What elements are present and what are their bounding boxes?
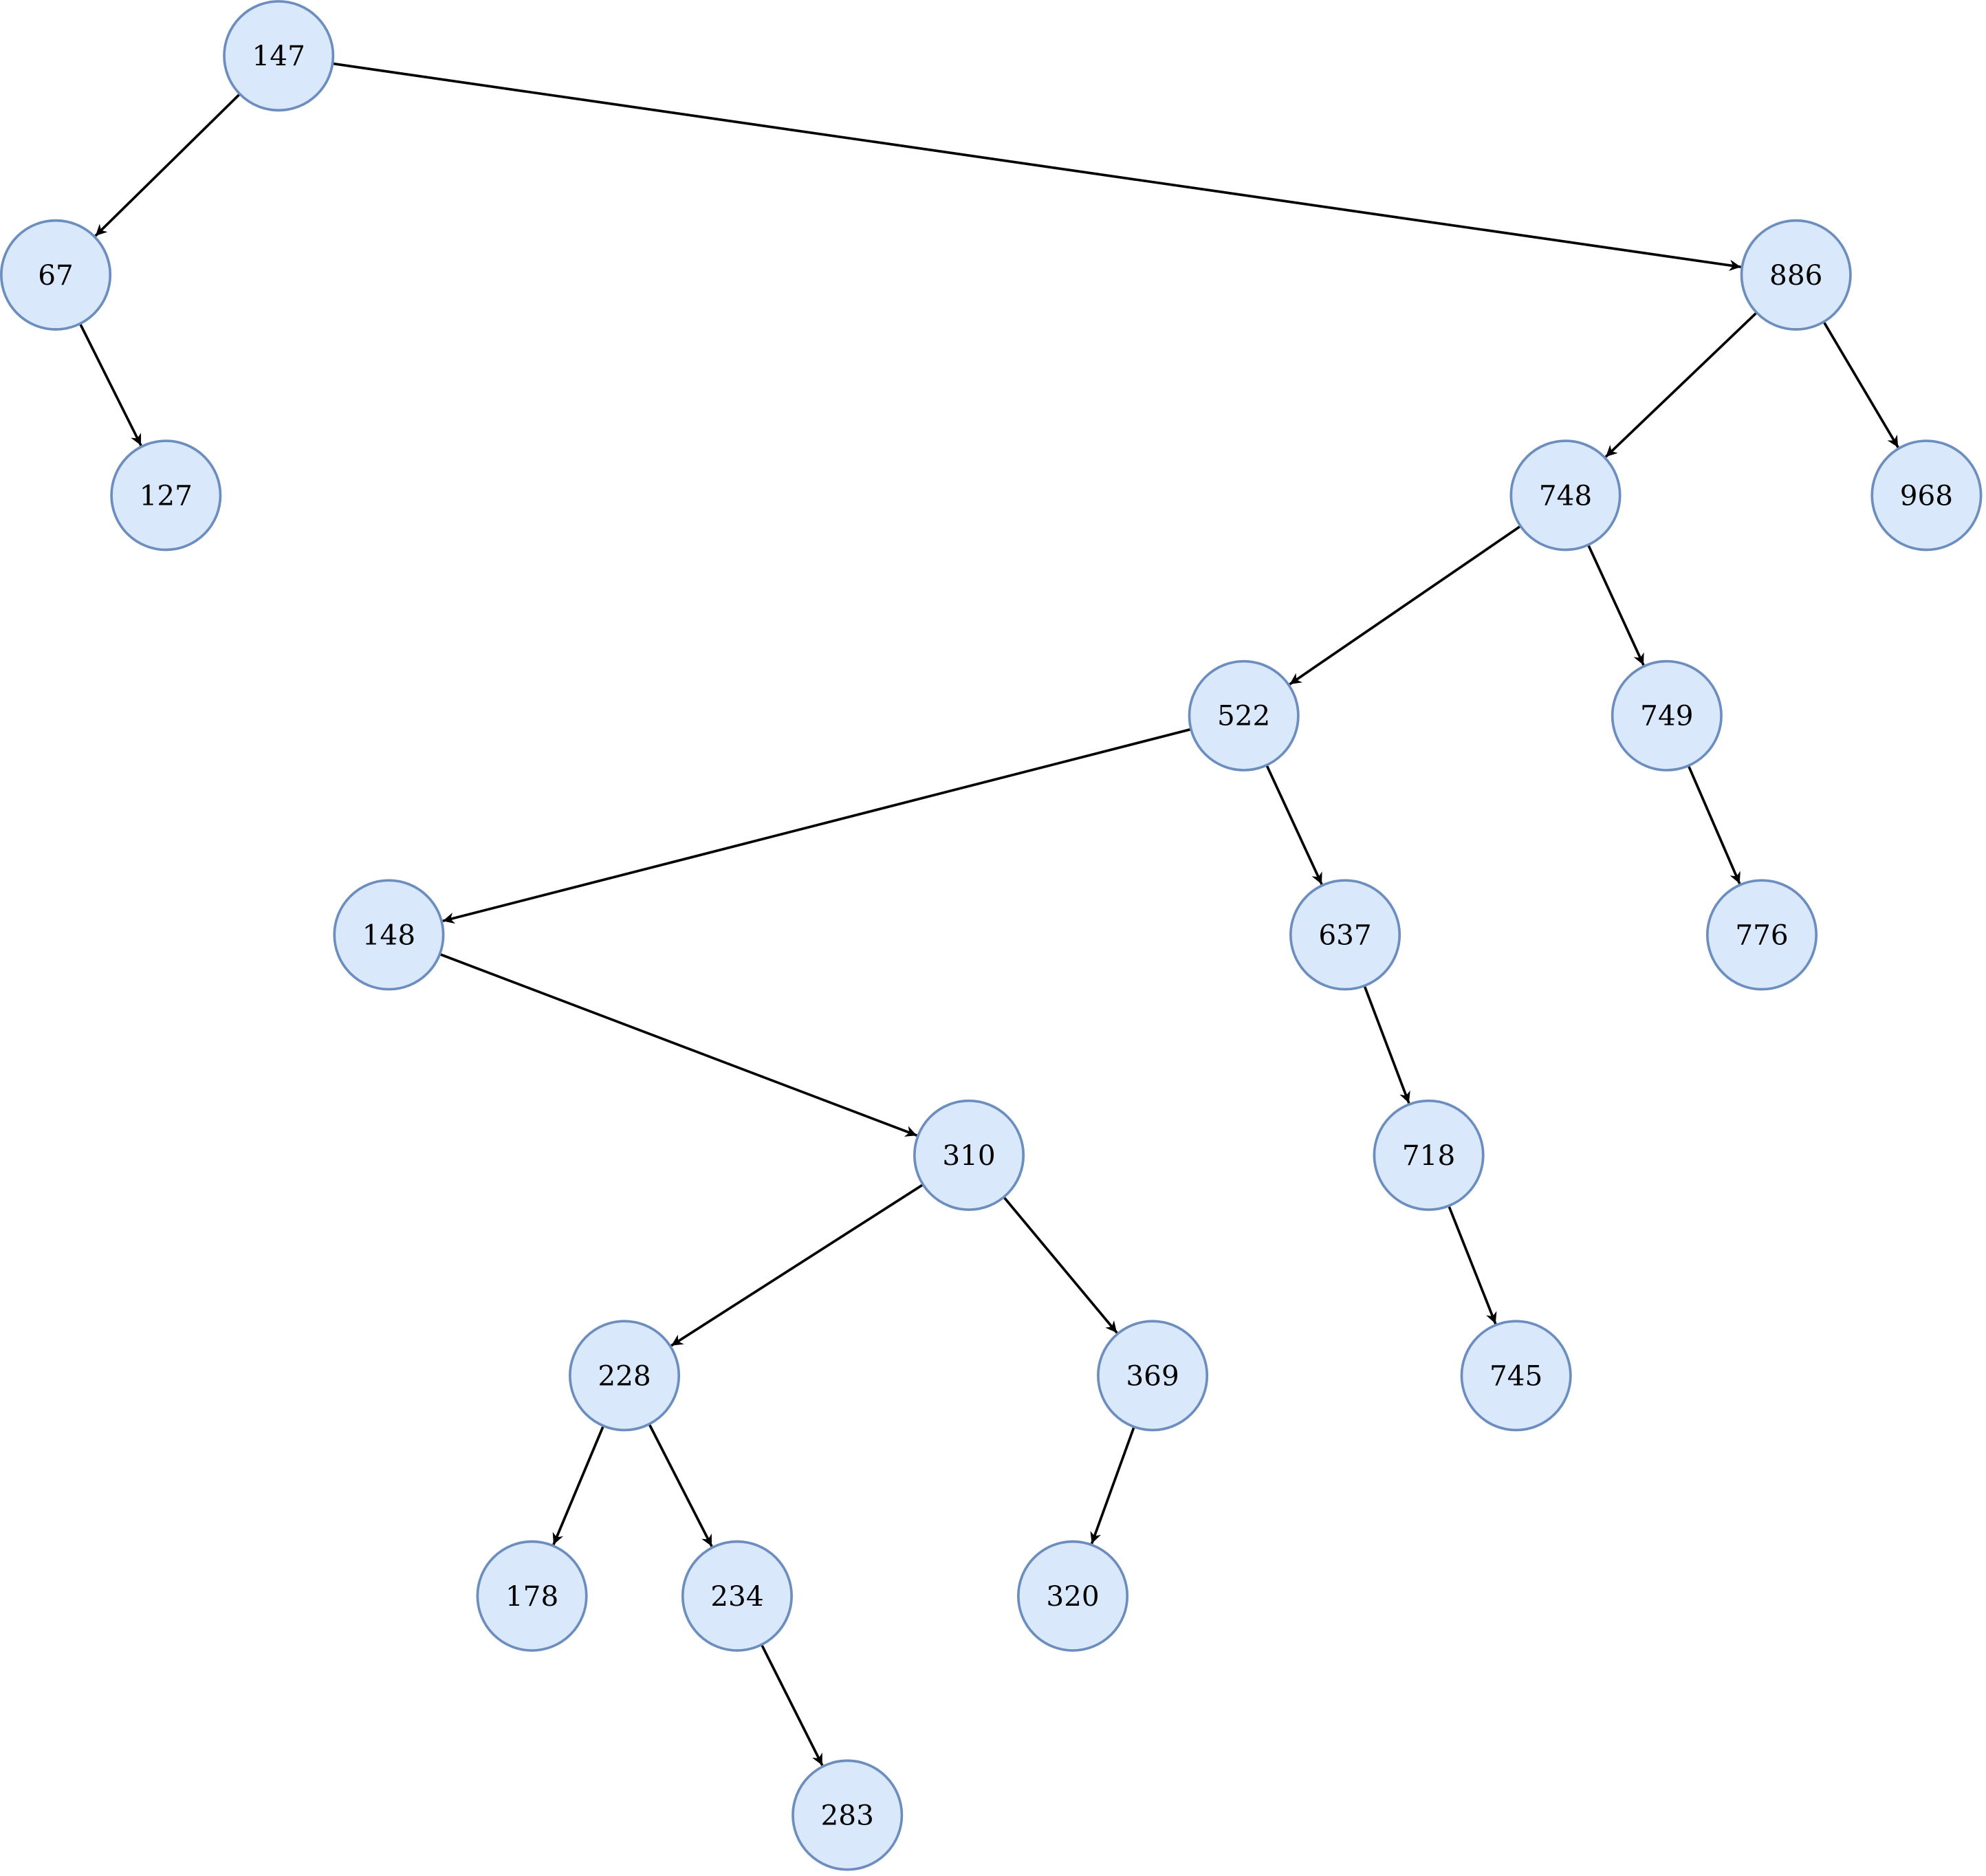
- edge-748-522: [1289, 525, 1522, 686]
- tree-node-283: 283: [792, 1759, 904, 1871]
- node-label: 310: [942, 1139, 995, 1172]
- tree-node-228: 228: [568, 1320, 681, 1432]
- edge-310-369: [1003, 1196, 1118, 1334]
- tree-node-127: 127: [110, 439, 222, 552]
- node-circle: [1097, 1320, 1209, 1432]
- node-circle: [1460, 1320, 1572, 1432]
- tree-node-310: 310: [913, 1099, 1025, 1211]
- tree-node-234: 234: [681, 1540, 793, 1652]
- node-circle: [110, 439, 222, 552]
- node-label: 718: [1402, 1139, 1455, 1172]
- node-circle: [568, 1320, 681, 1432]
- edge-310-228: [670, 1184, 924, 1347]
- node-circle: [1870, 439, 1983, 552]
- node-label: 369: [1126, 1359, 1179, 1392]
- tree-node-320: 320: [1016, 1540, 1129, 1652]
- edge-748-749: [1586, 544, 1645, 666]
- node-circle: [1289, 879, 1401, 991]
- tree-node-886: 886: [1740, 219, 1852, 331]
- node-label: 67: [38, 259, 74, 292]
- node-label: 234: [710, 1580, 763, 1613]
- node-circle: [0, 219, 112, 331]
- node-circle: [1509, 439, 1622, 552]
- tree-node-637: 637: [1289, 879, 1401, 991]
- tree-node-147: 147: [223, 0, 335, 112]
- edge-228-234: [648, 1424, 713, 1547]
- edge-234-283: [760, 1644, 824, 1766]
- node-circle: [792, 1759, 904, 1871]
- tree-node-748: 748: [1509, 439, 1622, 552]
- tree-node-968: 968: [1870, 439, 1983, 552]
- edges-layer: [78, 62, 1899, 1766]
- edge-369-320: [1090, 1426, 1135, 1545]
- node-circle: [1016, 1540, 1129, 1652]
- node-label: 148: [362, 918, 415, 951]
- node-circle: [1188, 659, 1300, 772]
- node-label: 637: [1318, 918, 1371, 951]
- node-label: 749: [1640, 699, 1693, 732]
- node-circle: [1611, 659, 1723, 772]
- edge-637-718: [1363, 985, 1410, 1104]
- node-label: 147: [252, 39, 305, 72]
- tree-node-749: 749: [1611, 659, 1723, 772]
- node-label: 320: [1046, 1580, 1099, 1613]
- edge-522-637: [1265, 764, 1323, 885]
- tree-node-776: 776: [1705, 879, 1818, 991]
- edge-718-745: [1448, 1205, 1497, 1324]
- edge-147-886: [332, 62, 1741, 272]
- tree-node-148: 148: [333, 879, 445, 991]
- tree-node-522: 522: [1188, 659, 1300, 772]
- node-label: 283: [821, 1798, 874, 1831]
- node-circle: [913, 1099, 1025, 1211]
- node-label: 748: [1539, 479, 1592, 512]
- node-circle: [1740, 219, 1852, 331]
- edge-67-127: [78, 323, 142, 446]
- tree-node-369: 369: [1097, 1320, 1209, 1432]
- edge-228-178: [552, 1425, 605, 1545]
- tree-node-745: 745: [1460, 1320, 1572, 1432]
- edge-522-148: [442, 728, 1192, 924]
- node-circle: [223, 0, 335, 112]
- node-circle: [681, 1540, 793, 1652]
- node-circle: [1373, 1099, 1485, 1211]
- node-label: 228: [598, 1359, 651, 1392]
- node-label: 968: [1900, 479, 1953, 512]
- node-label: 776: [1735, 918, 1788, 951]
- tree-node-67: 67: [0, 219, 112, 331]
- node-label: 745: [1490, 1359, 1542, 1392]
- edge-147-67: [94, 93, 241, 237]
- edge-886-748: [1604, 312, 1758, 458]
- node-label: 178: [505, 1580, 558, 1613]
- node-label: 522: [1217, 699, 1270, 732]
- node-label: 886: [1769, 259, 1822, 292]
- edge-886-968: [1822, 321, 1899, 448]
- node-circle: [333, 879, 445, 991]
- tree-node-178: 178: [476, 1540, 588, 1652]
- edge-749-776: [1687, 765, 1741, 884]
- tree-node-718: 718: [1373, 1099, 1485, 1211]
- node-label: 127: [140, 479, 193, 512]
- edge-148-310: [439, 952, 917, 1137]
- node-circle: [476, 1540, 588, 1652]
- node-circle: [1705, 879, 1818, 991]
